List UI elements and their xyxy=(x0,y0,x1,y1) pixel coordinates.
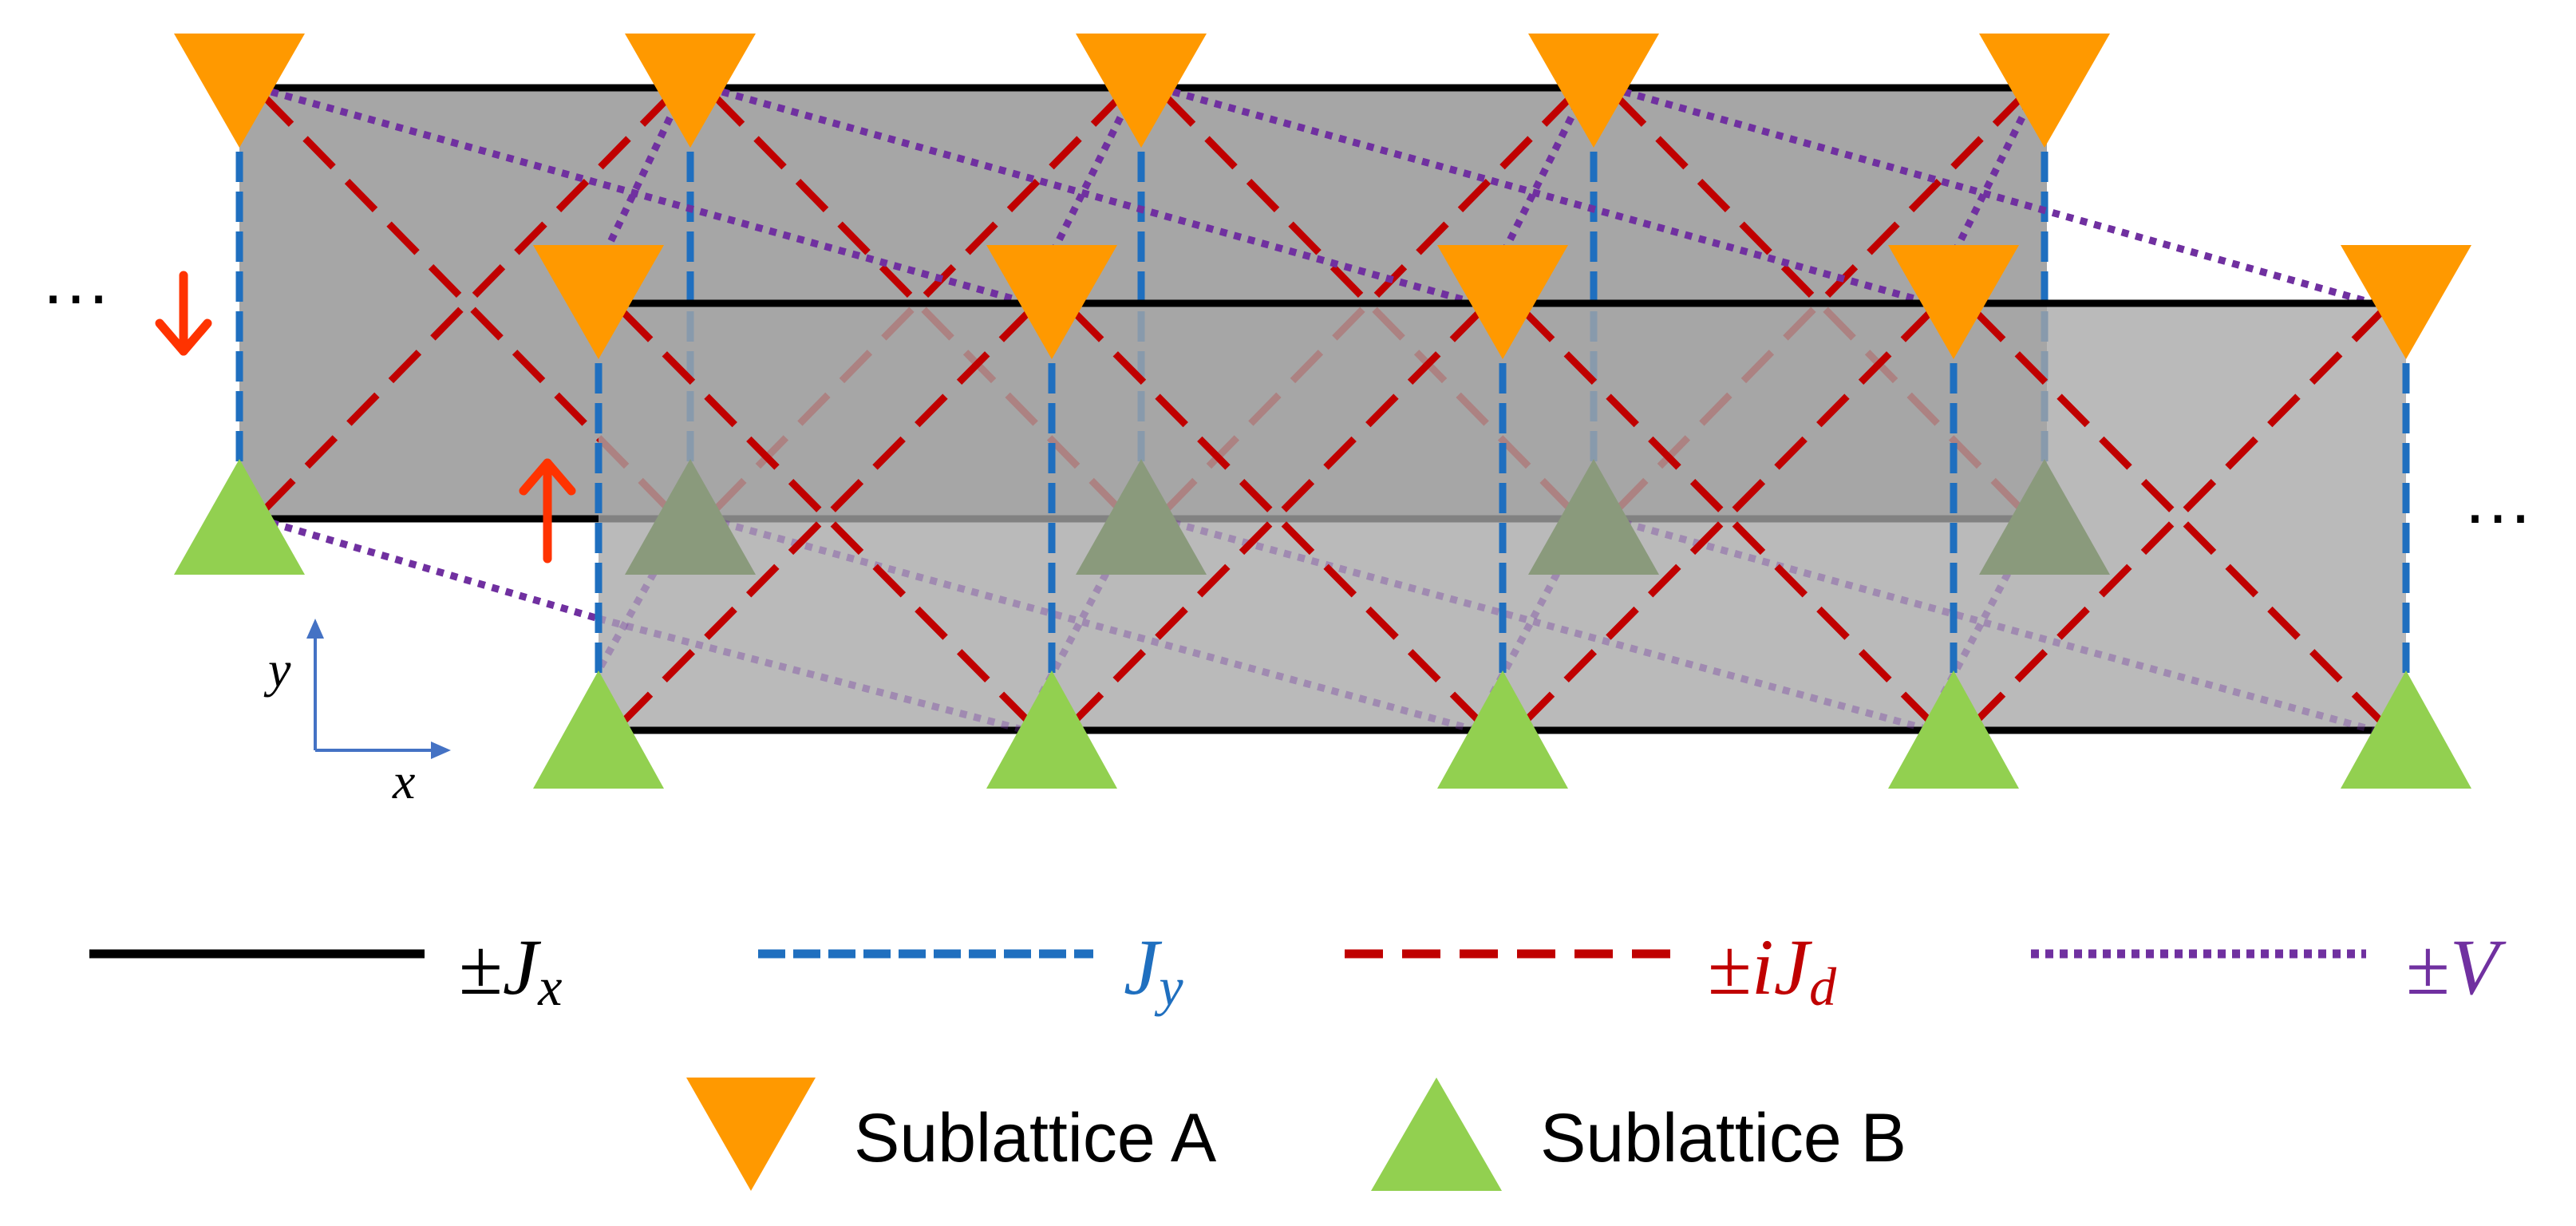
front-ladder xyxy=(595,299,2410,734)
jd-imag: i xyxy=(1752,923,1774,1011)
v-symbol: V xyxy=(2450,923,2507,1011)
v-bond xyxy=(1622,88,2376,307)
v-bond xyxy=(591,90,686,277)
jd-sign: ± xyxy=(1708,923,1752,1011)
jx-legend-label: ±Jx xyxy=(459,923,562,1017)
sublattice-b-site xyxy=(986,670,1117,789)
jd-bond xyxy=(1070,308,1484,726)
jd-bond xyxy=(619,308,1033,726)
ellipsis-right: … xyxy=(2462,459,2534,539)
jd-bond xyxy=(1521,308,1934,726)
back-ladder-sites xyxy=(174,34,2110,575)
front-ladder-jd-bonds xyxy=(619,308,2385,726)
v-bond xyxy=(721,519,1478,734)
bond-legend: ±Jx Jy ±iJd ±V xyxy=(89,923,2507,1017)
spin-up-arrow xyxy=(519,458,576,564)
sublattice-a-site xyxy=(1076,34,1207,148)
jd-symbol: J xyxy=(1774,923,1813,1011)
jd-bond xyxy=(260,93,674,514)
v-bond xyxy=(597,615,1027,734)
sublattice-b-site xyxy=(2341,670,2471,789)
inter-ladder-v-bonds xyxy=(270,88,2376,623)
v-bond xyxy=(1939,89,2039,278)
jd-bond xyxy=(1521,308,1934,726)
jd-legend-label: ±iJd xyxy=(1708,923,1837,1017)
jd-subscript: d xyxy=(1809,956,1837,1017)
sublattice-a-site xyxy=(625,34,756,148)
sublattice-b-site xyxy=(1979,459,2110,575)
sublattice-a-site xyxy=(1437,245,1568,359)
sublattice-a-site xyxy=(1888,245,2019,359)
sublattice-b-site xyxy=(533,670,664,789)
jd-bond xyxy=(1972,308,2385,726)
jx-sign: ± xyxy=(459,923,503,1011)
sublattice-a-site xyxy=(986,245,1117,359)
jd-bond xyxy=(1070,308,1484,726)
jx-symbol: J xyxy=(503,923,542,1011)
sublattice-b-site xyxy=(1437,670,1568,789)
coordinate-axes: y x xyxy=(263,619,451,809)
y-axis-label: y xyxy=(263,641,291,698)
sublattice-a-site xyxy=(1528,34,1659,148)
v-bond xyxy=(270,88,1031,307)
v-bond xyxy=(1037,89,1137,278)
jy-subscript: y xyxy=(1154,956,1183,1017)
jy-legend-label: Jy xyxy=(1124,923,1183,1017)
jd-bond xyxy=(1972,308,2385,726)
v-bond xyxy=(1171,519,1933,734)
sublattice-a-site xyxy=(1979,34,2110,148)
v-legend-label: ±V xyxy=(2406,923,2507,1011)
sublattice-b-site xyxy=(1528,459,1659,575)
ellipsis-left: … xyxy=(40,239,112,319)
sublattice-a-site xyxy=(533,245,664,359)
v-bond xyxy=(1488,89,1588,278)
spin-down-arrow xyxy=(155,271,212,356)
sublattice-legend: Sublattice A Sublattice B xyxy=(686,1078,1906,1191)
front-ladder-jy-rungs xyxy=(595,363,2410,674)
sublattice-b-site xyxy=(625,459,756,575)
sublattice-a-site xyxy=(174,34,305,148)
sublattice-a-legend-label: Sublattice A xyxy=(854,1100,1217,1177)
v-bond xyxy=(1171,88,1933,307)
y-axis-arrowhead xyxy=(306,619,324,639)
jd-bond xyxy=(619,308,1033,726)
v-bond xyxy=(1622,519,2376,734)
sublattice-b-site xyxy=(1076,459,1207,575)
jy-symbol: J xyxy=(1124,923,1163,1011)
v-sign: ± xyxy=(2406,923,2450,1011)
sublattice-b-legend-icon xyxy=(1371,1078,1502,1191)
sublattice-b-site xyxy=(174,459,305,575)
front-ladder-sites xyxy=(533,245,2471,789)
x-axis-arrowhead xyxy=(431,742,451,759)
sublattice-a-legend-icon xyxy=(686,1078,816,1191)
v-bond xyxy=(721,88,1478,307)
sublattice-a-site xyxy=(2341,245,2471,359)
sublattice-b-site xyxy=(1888,670,2019,789)
x-axis-label: x xyxy=(392,753,415,809)
sublattice-b-legend-label: Sublattice B xyxy=(1540,1100,1906,1177)
jx-subscript: x xyxy=(537,956,562,1017)
